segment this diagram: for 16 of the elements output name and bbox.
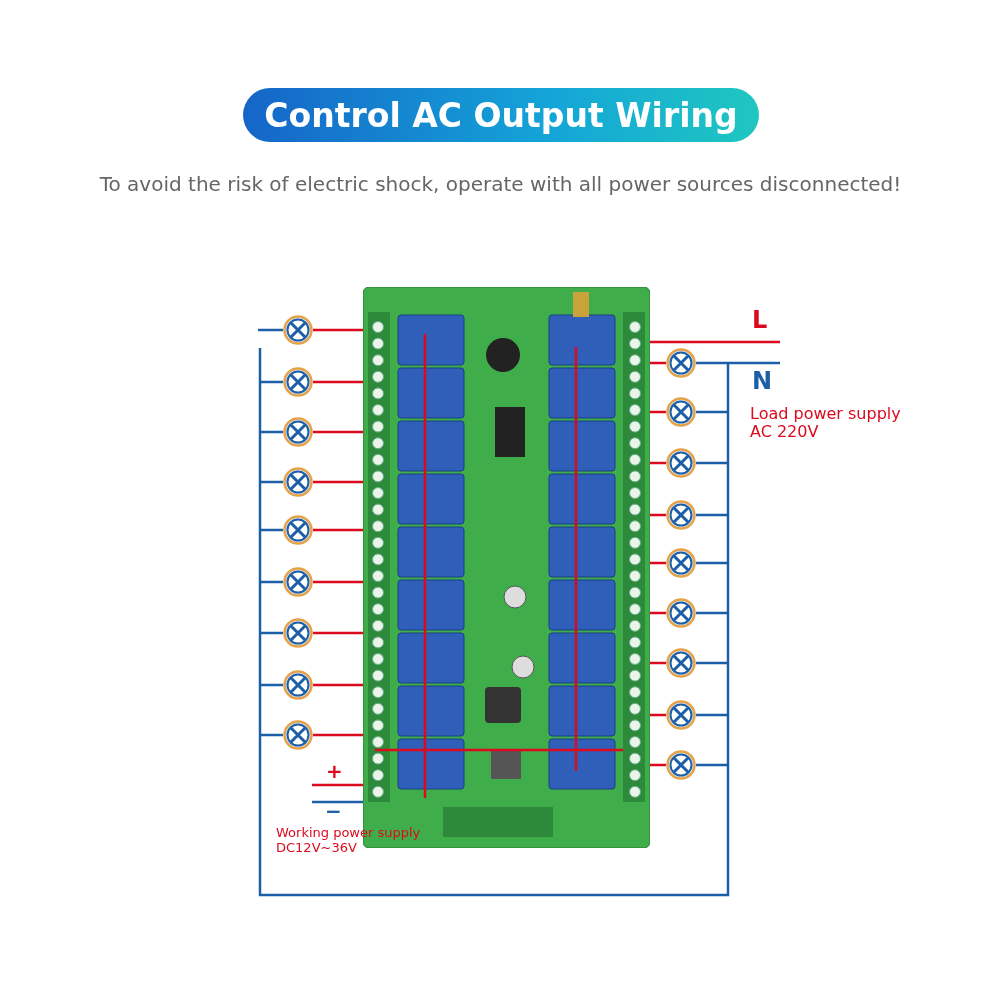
label-text: N xyxy=(752,368,773,396)
wire xyxy=(313,683,363,687)
wire xyxy=(313,631,363,635)
label-text: Load power supply AC 220V xyxy=(750,405,902,442)
wire xyxy=(313,580,363,584)
wire xyxy=(313,480,363,484)
label-text: + xyxy=(326,760,343,783)
label-text: L xyxy=(752,307,768,335)
wire xyxy=(313,733,363,737)
wire xyxy=(313,328,363,332)
wire xyxy=(313,380,363,384)
label-text: − xyxy=(325,800,342,823)
wire xyxy=(313,528,363,532)
warning-text: To avoid the risk of electric shock, operate with all power sources disconnected! xyxy=(98,172,903,196)
wire xyxy=(313,430,363,434)
title-banner: Control AC Output Wiring xyxy=(243,88,759,142)
